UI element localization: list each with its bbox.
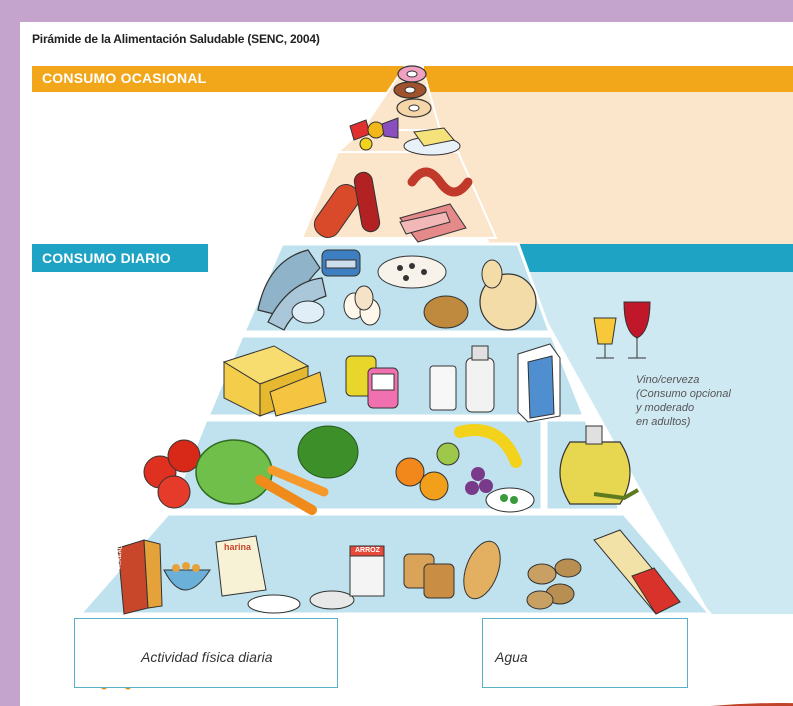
canned-fish-icon [291, 249, 361, 324]
fruits-icon [395, 424, 535, 513]
wine-glass-icon [623, 301, 651, 359]
wine-note: Vino/cerveza (Consumo opcional y moderad… [636, 373, 786, 429]
butter-icon [403, 127, 461, 156]
corner-decoration [711, 703, 793, 706]
lettuce-icon [195, 425, 359, 505]
bread-icon [403, 540, 501, 600]
yogurt-icon [345, 355, 399, 409]
eggs-icon [343, 285, 381, 326]
sausage-icon [313, 167, 473, 238]
physical-activity-label: Actividad física diaria [141, 649, 273, 665]
milk-glass-icon [429, 365, 457, 411]
wine-note-line: (Consumo opcional [636, 388, 731, 400]
pyramid-graphic [32, 65, 793, 706]
occasional-band-label: CONSUMO OCASIONAL [42, 70, 207, 86]
olive-oil-icon [559, 425, 639, 505]
ham-icon [399, 203, 467, 243]
daily-band-label: CONSUMO DIARIO [42, 250, 171, 266]
milk-bottle-icon [465, 345, 495, 413]
water-label: Agua [495, 649, 528, 665]
chicken-icon [479, 259, 537, 331]
rice-icon [309, 545, 385, 610]
candy-icon [349, 117, 399, 151]
tomatoes-icon [143, 439, 201, 509]
cereal-bowl-icon [163, 562, 211, 591]
pasta-icon [593, 529, 681, 615]
wine-note-line: y moderado [636, 402, 695, 414]
daily-band-bar-right [520, 244, 793, 272]
daily-band-bar [32, 244, 208, 272]
donuts-icon [393, 65, 432, 118]
carrots-icon [255, 465, 329, 515]
wine-note-line: en adultos) [636, 416, 691, 428]
cereals-box-icon [117, 539, 163, 615]
daily-zone-fill [520, 272, 793, 614]
beer-glass-icon [593, 317, 617, 359]
occasional-band-bar-right [424, 66, 793, 92]
wine-note-line: Vino/cerveza [636, 374, 700, 386]
flour-bag-icon [215, 535, 301, 614]
rice-box-label: ARROZ [355, 547, 380, 554]
milk-carton-icon [517, 343, 561, 423]
occasional-zone-fill [424, 92, 793, 244]
water-box: Agua [482, 618, 688, 688]
cheese-icon [222, 345, 327, 417]
physical-activity-box: Actividad física diaria [74, 618, 338, 688]
potatoes-icon [526, 558, 582, 610]
flour-bag-label: harina [224, 542, 252, 552]
occasional-band-bar [32, 66, 408, 92]
legumes-icon [377, 255, 469, 329]
pyramid-sheet: Pirámide de la Alimentación Saludable (S… [20, 22, 793, 706]
page-title: Pirámide de la Alimentación Saludable (S… [32, 32, 320, 46]
